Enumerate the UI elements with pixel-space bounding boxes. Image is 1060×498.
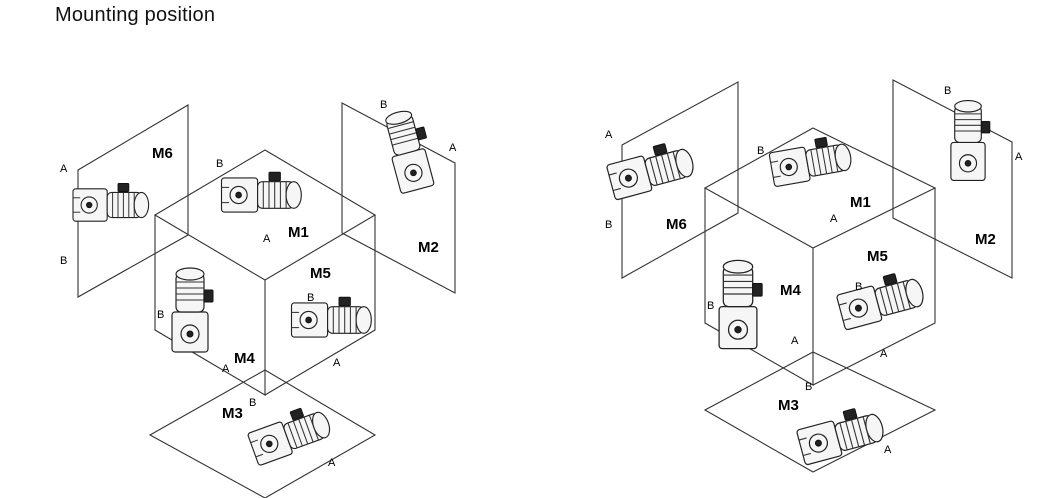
left-label-m4: M4 — [234, 350, 255, 367]
left-label-m3: M3 — [222, 405, 243, 422]
right-m6-a: A — [605, 129, 613, 141]
right-label-m3: M3 — [778, 397, 799, 414]
left-m4-a: A — [222, 363, 230, 375]
right-m3-motor — [794, 402, 888, 466]
right-m5-a: A — [880, 348, 888, 360]
right-m2-a: A — [1015, 151, 1023, 163]
left-m3-a: A — [328, 457, 336, 469]
left-m1-b: B — [216, 158, 223, 170]
right-m2-motor — [950, 100, 991, 181]
right-m4-motor — [718, 259, 763, 350]
right-m6-panel — [621, 81, 739, 279]
right-m4-b: B — [707, 300, 714, 312]
left-m6-b: B — [60, 255, 67, 267]
left-diagram: M6 M1 M2 M5 M4 M3 A B B A B A B A B A B … — [60, 99, 457, 498]
right-m6-motor — [604, 137, 698, 201]
right-diagram: M6 M1 M2 M5 M4 M3 A B B A B A B A B A B … — [604, 79, 1023, 473]
right-m5-motor — [834, 267, 928, 331]
right-label-m2: M2 — [975, 231, 996, 248]
left-m4-b: B — [157, 309, 164, 321]
right-m2-b: B — [944, 85, 951, 97]
right-m5-b: B — [855, 281, 862, 293]
right-cube — [703, 127, 937, 386]
left-m6-panel — [77, 104, 189, 298]
left-label-m1: M1 — [288, 224, 309, 241]
right-m4-a: A — [791, 335, 799, 347]
left-label-m6: M6 — [152, 145, 173, 162]
left-cube — [153, 149, 377, 396]
left-m1-a: A — [263, 233, 271, 245]
left-m5-motor — [290, 296, 372, 338]
right-m6-b: B — [605, 219, 612, 231]
right-m1-a: A — [830, 213, 838, 225]
left-m3-b: B — [249, 397, 256, 409]
right-m3-b: B — [805, 381, 812, 393]
right-label-m1: M1 — [850, 194, 871, 211]
right-m3-panel — [703, 351, 937, 473]
left-m6-motor — [72, 182, 150, 222]
left-m2-a: A — [449, 142, 457, 154]
left-m3-motor — [244, 400, 335, 467]
right-label-m6: M6 — [666, 216, 687, 233]
right-label-m4: M4 — [780, 282, 801, 299]
left-m1-motor — [220, 171, 302, 213]
right-m3-a: A — [884, 444, 892, 456]
left-m2-b: B — [380, 99, 387, 111]
left-label-m5: M5 — [310, 265, 331, 282]
left-label-m2: M2 — [418, 239, 439, 256]
left-m6-a: A — [60, 163, 68, 175]
left-m4-motor — [171, 267, 214, 353]
page-title: Mounting position — [55, 4, 216, 26]
right-m1-b: B — [757, 145, 764, 157]
left-m5-a: A — [333, 357, 341, 369]
right-label-m5: M5 — [867, 248, 888, 265]
left-m5-b: B — [307, 292, 314, 304]
left-m3-panel — [148, 369, 377, 498]
